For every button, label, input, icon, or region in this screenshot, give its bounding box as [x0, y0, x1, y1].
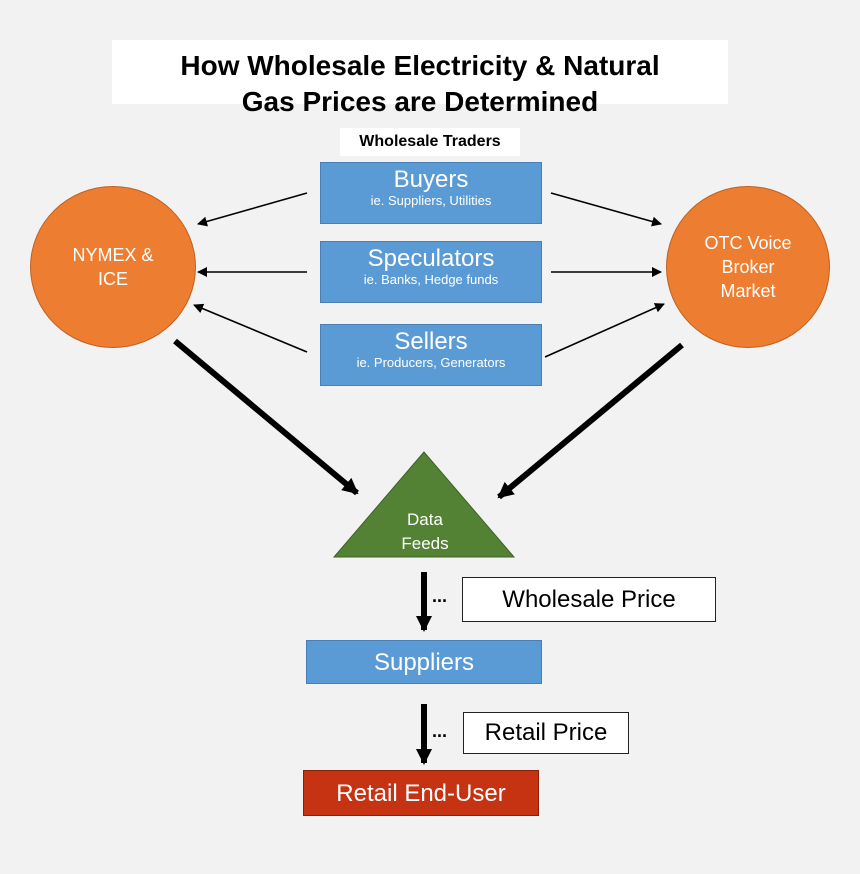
data-feeds-line-1: Data — [407, 510, 443, 529]
buyers-box: Buyers ie. Suppliers, Utilities — [320, 162, 542, 224]
title-line-2: Gas Prices are Determined — [241, 86, 599, 117]
wholesale-dots: ... — [432, 586, 448, 606]
sellers-box: Sellers ie. Producers, Generators — [320, 324, 542, 386]
arrow-nymex-to-feeds — [173, 338, 359, 496]
otc-line-2: Broker — [721, 257, 775, 277]
retail-end-user-box: Retail End-User — [303, 770, 539, 816]
otc-line-3: Market — [720, 281, 776, 301]
nymex-line-1: NYMEX & — [72, 245, 154, 265]
arrow-buyers-to-otc — [550, 192, 662, 227]
arrow-sellers-to-nymex — [193, 303, 308, 353]
title-line-1: How Wholesale Electricity & Natural — [180, 50, 660, 81]
arrow-buyers-to-nymex — [197, 192, 308, 227]
buyers-label: Buyers — [393, 166, 469, 193]
speculators-box: Speculators ie. Banks, Hedge funds — [320, 241, 542, 303]
speculators-label: Speculators — [367, 245, 495, 272]
speculators-sub: ie. Banks, Hedge funds — [363, 272, 499, 287]
retail-dots: ... — [432, 721, 448, 741]
otc-broker-circle: OTC Voice Broker Market — [666, 186, 830, 348]
sellers-label: Sellers — [394, 328, 468, 355]
data-feeds-triangle — [332, 451, 516, 558]
title-box: How Wholesale Electricity & Natural Gas … — [112, 40, 728, 117]
buyers-sub: ie. Suppliers, Utilities — [370, 193, 492, 208]
sellers-sub: ie. Producers, Generators — [356, 355, 506, 370]
suppliers-box: Suppliers — [306, 640, 542, 684]
wholesale-price-box: Wholesale Price — [462, 577, 716, 622]
nymex-ice-circle: NYMEX & ICE — [30, 186, 196, 348]
nymex-line-2: ICE — [97, 269, 128, 289]
retail-price-box: Retail Price — [463, 712, 629, 754]
otc-line-1: OTC Voice — [704, 233, 792, 253]
data-feeds-label: Data Feeds — [370, 508, 480, 556]
arrow-sellers-to-otc — [544, 303, 665, 358]
arrow-otc-to-feeds — [497, 342, 684, 500]
data-feeds-line-2: Feeds — [401, 534, 449, 553]
wholesale-traders-label: Wholesale Traders — [340, 128, 520, 156]
